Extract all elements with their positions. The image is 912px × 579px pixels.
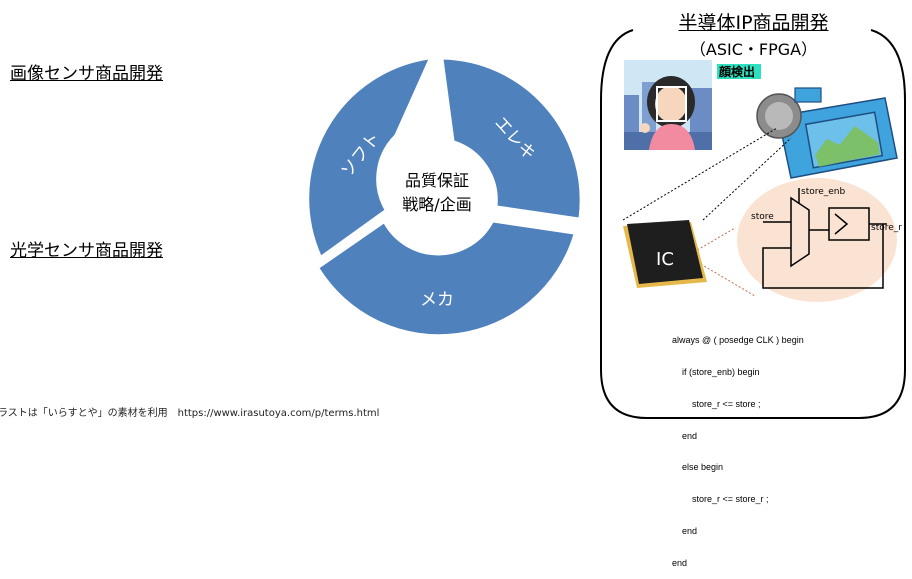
semiconductor-panel: 顔検出 IC store_enb store store_r bbox=[600, 29, 906, 419]
zoom-line-2 bbox=[702, 137, 792, 221]
optical-sensor-dev-label: 光学センサ商品開発 bbox=[10, 241, 163, 261]
ic-chip-label: IC bbox=[656, 249, 674, 270]
code-line: store_r <= store_r ; bbox=[672, 494, 769, 505]
image-sensor-dev-label: 画像センサ商品開発 bbox=[10, 64, 163, 84]
signal-store: store bbox=[751, 212, 774, 222]
code-line: else begin bbox=[672, 462, 724, 473]
circuit-schematic bbox=[762, 188, 887, 289]
ring-center-line2: 戦略/企画 bbox=[402, 195, 471, 214]
code-line: always @ ( posedge CLK ) begin bbox=[672, 335, 804, 346]
code-line: if (store_enb) begin bbox=[672, 366, 760, 377]
ring-segment-mechanical bbox=[318, 221, 575, 336]
circuit-bubble bbox=[737, 178, 897, 302]
ic-chip-illustration bbox=[623, 220, 707, 288]
panel-subtitle: （ASIC・FPGA） bbox=[689, 40, 818, 59]
code-line: end bbox=[672, 557, 688, 568]
face-detect-label: 顔検出 bbox=[718, 64, 755, 79]
ring-segment-soft bbox=[308, 58, 430, 257]
verilog-code-block: always @ ( posedge CLK ) begin if (store… bbox=[672, 314, 804, 579]
signal-store-r: store_r bbox=[871, 223, 902, 233]
code-line: end bbox=[672, 525, 698, 536]
code-line: store_r <= store ; bbox=[672, 398, 761, 409]
signal-store-enb: store_enb bbox=[801, 187, 846, 197]
selfie-woman-illustration bbox=[624, 60, 712, 150]
ring-segment-electric bbox=[442, 58, 581, 219]
panel-title: 半導体IP商品開発 bbox=[678, 12, 829, 34]
camera-illustration bbox=[756, 87, 898, 179]
ring-label-mechanical: メカ bbox=[420, 290, 454, 310]
illustration-credit: イラストは「いらすとや」の素材を利用 https://www.irasutoya… bbox=[0, 408, 380, 419]
zoom-line-1 bbox=[622, 127, 778, 221]
panel-frame bbox=[600, 29, 906, 419]
face-detect-highlight bbox=[717, 64, 761, 79]
code-line: end bbox=[672, 430, 698, 441]
quality-ring-diagram: ソフト エレキ メカ 品質保証 戦略/企画 bbox=[308, 58, 581, 336]
ring-center-line1: 品質保証 bbox=[405, 171, 469, 190]
